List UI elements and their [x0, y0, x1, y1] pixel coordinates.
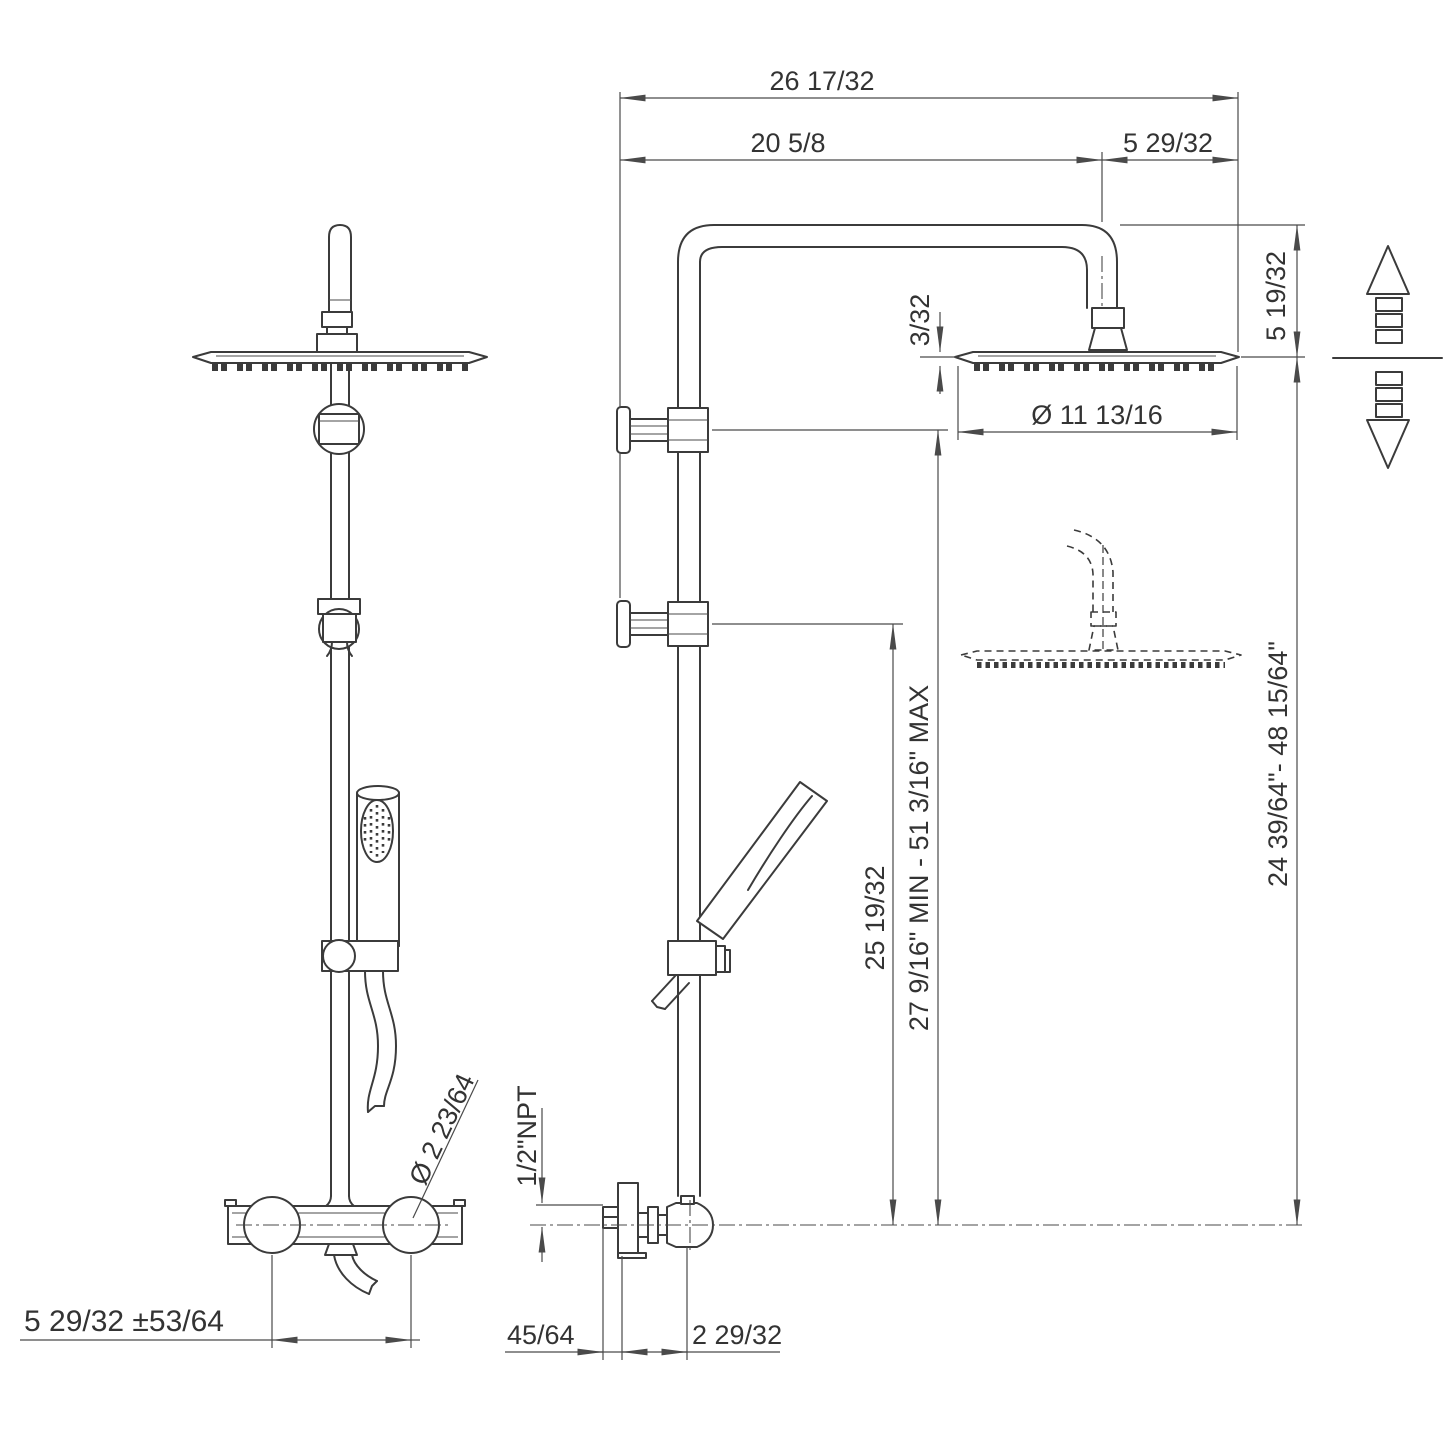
column-joint-upper-front — [313, 403, 365, 455]
tilt-adjustment-detail — [960, 529, 1242, 668]
thermostatic-valve-front — [224, 1196, 466, 1256]
hose-diameter-leader — [412, 1079, 479, 1219]
slider-bracket-side — [667, 940, 731, 976]
valve-outlet-hose-front — [333, 1254, 378, 1295]
rain-shower-head-side — [954, 351, 1240, 371]
spray-face-dots — [363, 805, 391, 857]
height-adjust-arrows-icon — [1332, 245, 1443, 469]
dim-head-drop-label: 5 19/32 — [1261, 251, 1291, 341]
front-view — [192, 224, 488, 1295]
hand-shower-hose-side — [651, 974, 690, 1010]
upper-shower-arm-side — [677, 224, 1128, 351]
dimensions: 26 17/32 20 5/8 5 29/32 5 19/32 3/32 Ø 1… — [20, 66, 1305, 1360]
hand-shower-front — [356, 785, 400, 952]
column-joint-lower-front — [317, 598, 361, 657]
upper-shower-arm-front — [316, 224, 358, 353]
dim-hose-diameter-label: Ø 2 23/64 — [403, 1069, 480, 1189]
dim-wall-clearance-label: 45/64 — [507, 1320, 575, 1350]
slider-bracket-front — [321, 939, 399, 973]
spray-face — [360, 799, 394, 863]
hand-shower-side — [696, 781, 828, 940]
dim-upper-bracket-height-label: 27 9/16" MIN - 51 3/16" MAX — [904, 685, 934, 1031]
wall-flange — [617, 1182, 639, 1254]
dim-head-diameter-label: Ø 11 13/16 — [1031, 400, 1163, 430]
dim-valve-centers-label: 5 29/32 ±53/64 — [24, 1305, 224, 1338]
dim-column-height-range-label: 24 39/64"- 48 15/64" — [1263, 641, 1293, 887]
shower-column-front — [325, 362, 355, 1207]
bracket-knob-side — [715, 945, 726, 973]
rain-shower-head-front — [192, 351, 488, 371]
dim-head-thickness-label: 3/32 — [905, 294, 935, 347]
hand-shower-hose-front — [364, 970, 397, 1113]
wall-bracket-upper-side — [616, 406, 709, 454]
dim-head-offset-label: 5 29/32 — [1123, 128, 1213, 158]
thermostatic-valve-side — [602, 1182, 714, 1259]
supply-nipple — [602, 1206, 619, 1218]
arrow-up-icon — [1366, 245, 1410, 295]
side-view — [602, 224, 1240, 1259]
dim-top-overall-label: 26 17/32 — [769, 66, 874, 96]
dim-supply-thread-label: 1/2"NPT — [512, 1085, 542, 1186]
wall-bracket-lower-side — [616, 600, 709, 648]
shower-column-side — [677, 261, 701, 1197]
arrow-down-icon — [1366, 419, 1410, 469]
dim-lower-bracket-height-label: 25 19/32 — [860, 865, 890, 970]
dim-valve-projection-label: 2 29/32 — [692, 1320, 782, 1350]
dim-top-arm-label: 20 5/8 — [750, 128, 825, 158]
